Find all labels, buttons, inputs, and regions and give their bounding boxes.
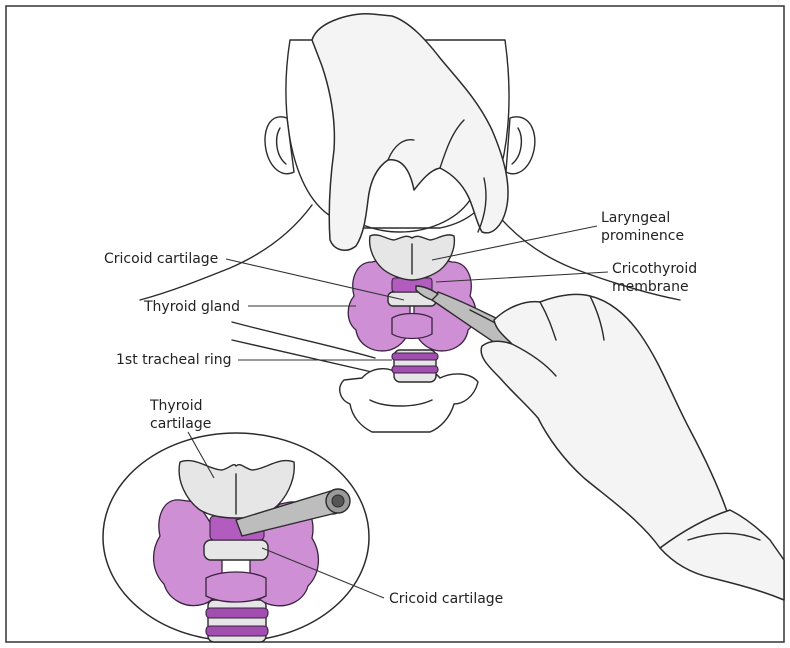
inset-tube-lumen [332,495,344,507]
inset-cricoid-cartilage [204,540,268,560]
inset-tracheal-ring-1 [206,608,268,618]
label-cricoid-cartilage-top: Cricoid cartilage [104,251,218,267]
label-first-tracheal-ring: 1st tracheal ring [116,352,231,368]
label-thyroid-gland: Thyroid gland [143,299,240,315]
label-laryngeal-prominence-line1: Laryngeal [601,210,670,226]
second-tracheal-ring-shape [392,366,438,373]
label-thyroid-cartilage-line2: cartilage [150,416,211,432]
inset-detail [103,433,369,642]
thyroid-gland-isthmus [392,314,432,339]
label-cricoid-cartilage-bottom: Cricoid cartilage [389,591,503,607]
label-cricothyroid-membrane-line1: Cricothyroid [612,261,697,277]
label-laryngeal-prominence-line2: prominence [601,228,684,244]
first-tracheal-ring-shape [392,353,438,360]
inset-thyroid-isthmus [206,572,266,602]
inset-tracheal-ring-2 [206,626,268,636]
label-thyroid-cartilage-line1: Thyroid [149,398,203,414]
label-cricothyroid-membrane-line2: membrane [612,279,689,295]
